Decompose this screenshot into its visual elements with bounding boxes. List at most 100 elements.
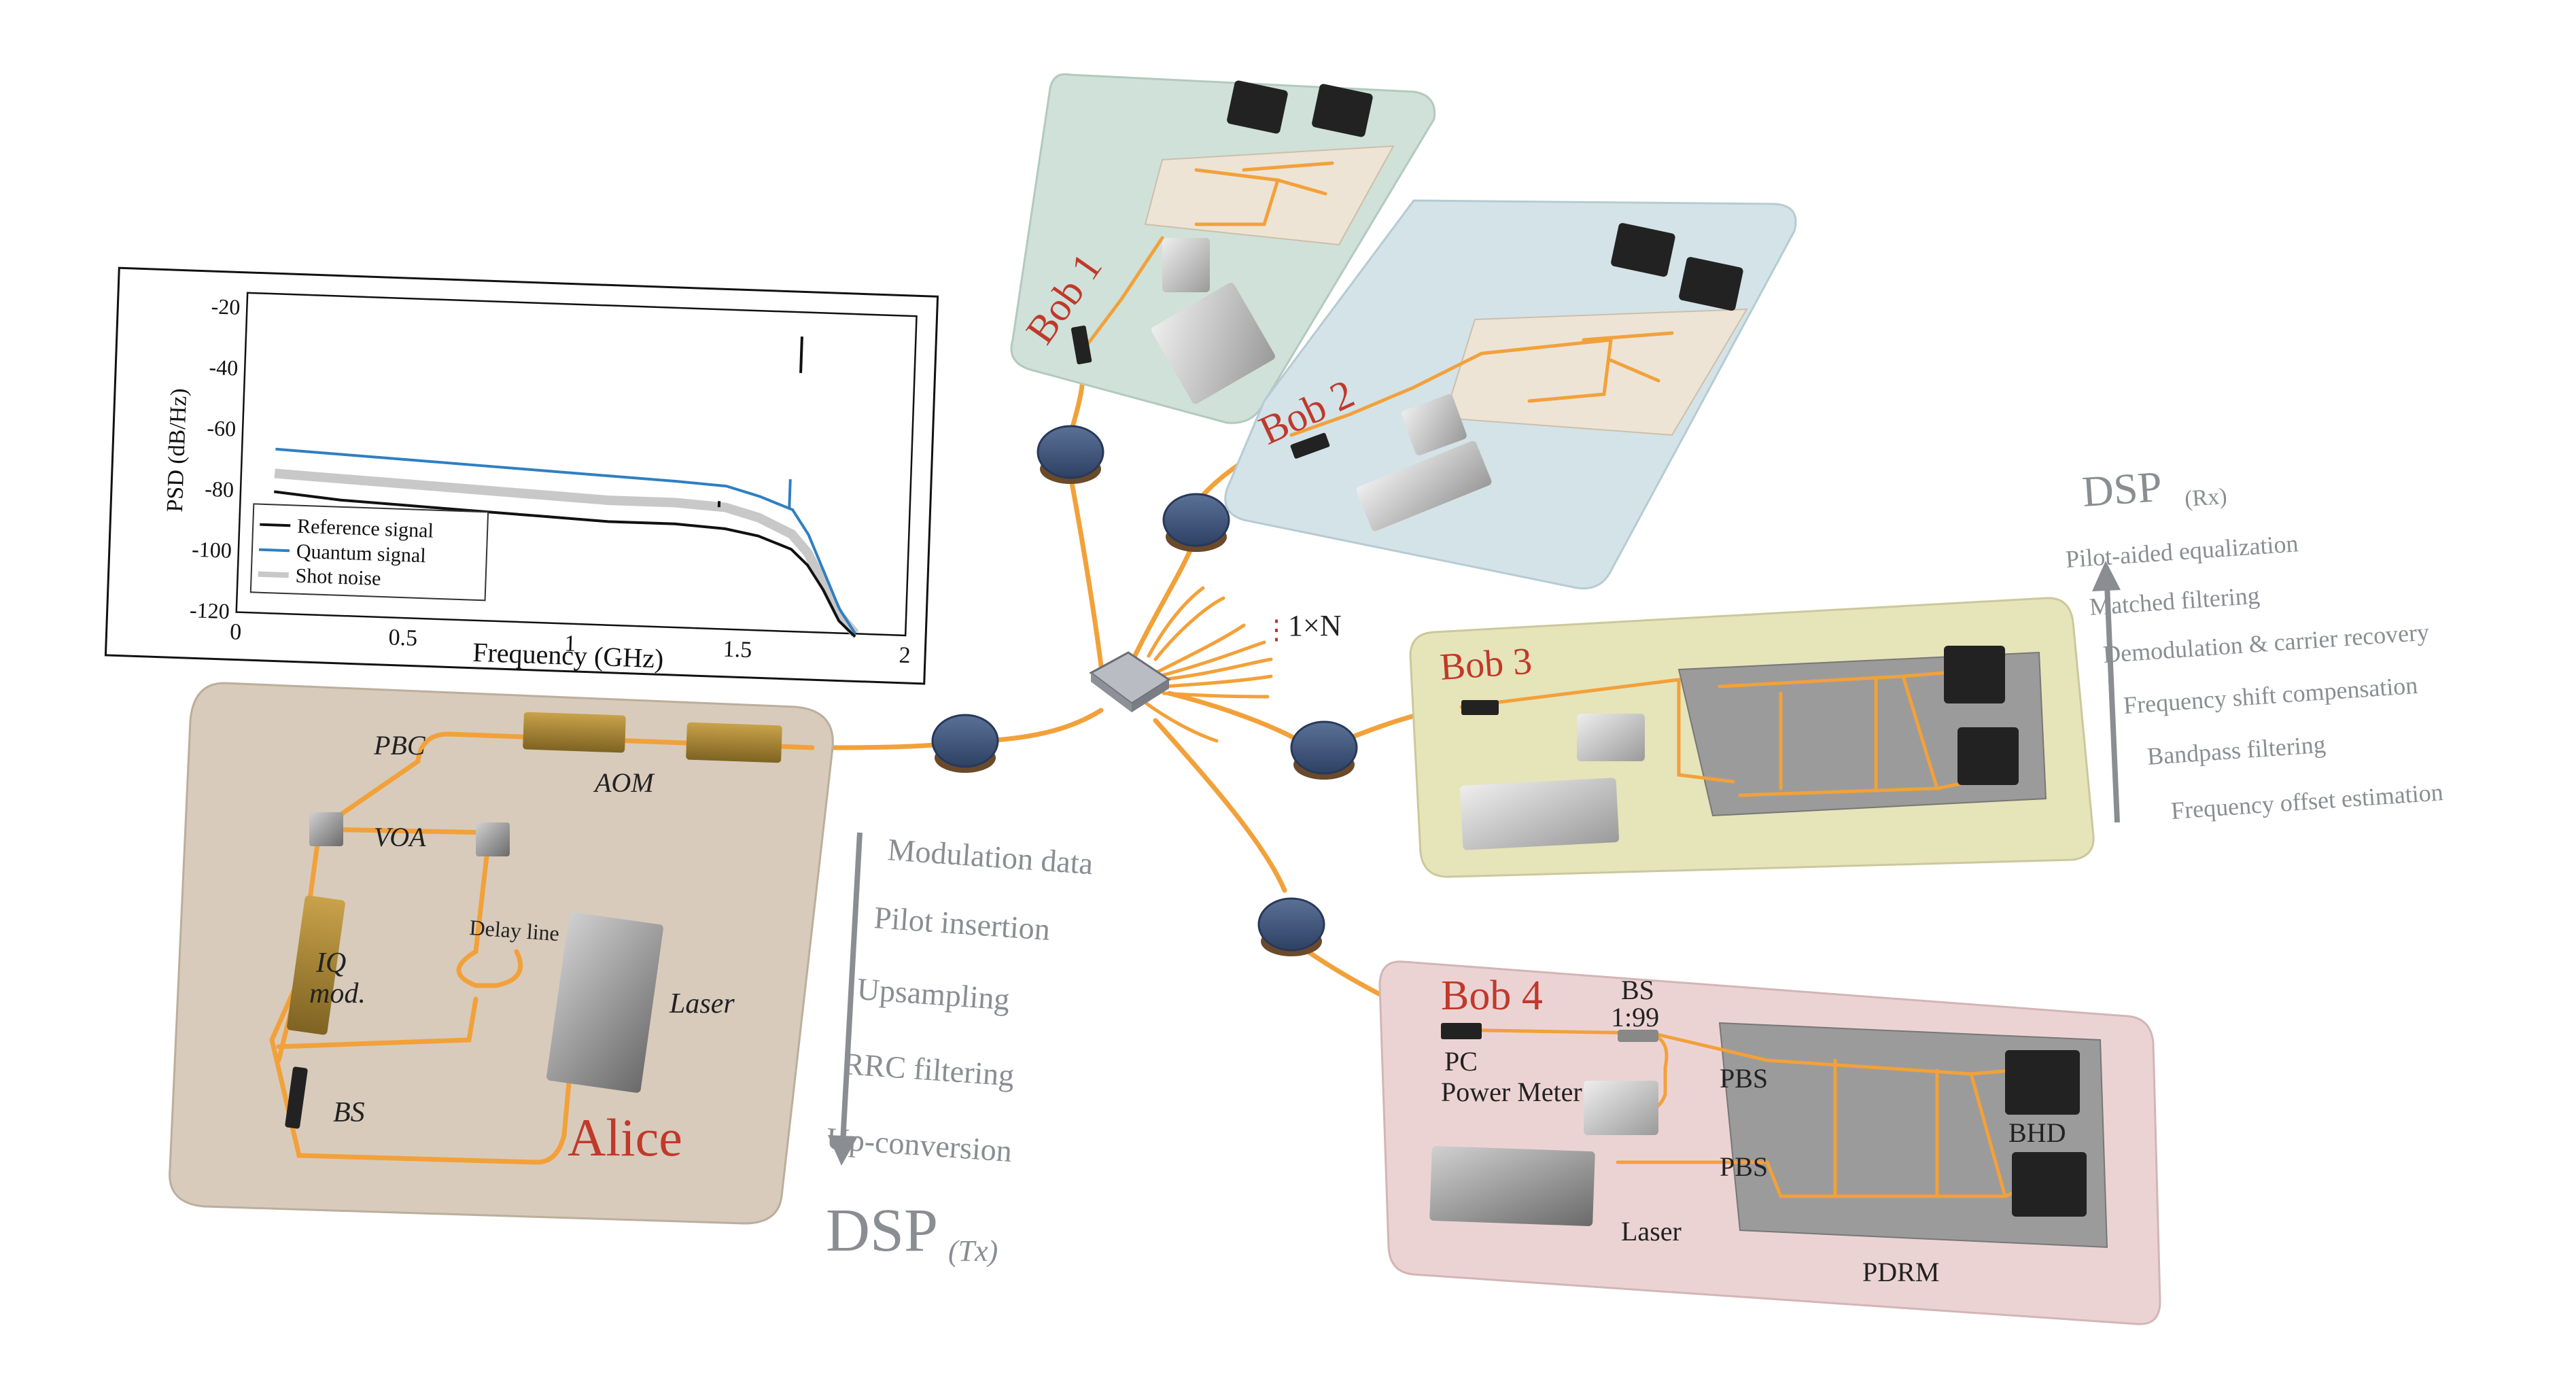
bob2-optics-board (1443, 308, 1748, 436)
bob4-ratio-label: 1:99 (1611, 1002, 1659, 1032)
bob2-laser (1356, 440, 1492, 532)
alice-pbc-label: PBC (373, 730, 426, 761)
aom-device-2 (686, 722, 782, 763)
bob1-detector-1 (1227, 80, 1288, 134)
spectral-peak-0 (799, 336, 803, 373)
bob4-laser (1429, 1146, 1595, 1226)
splitter-chip: 1×N ⋮ (1089, 609, 1342, 712)
y-tick-label: -80 (205, 476, 234, 502)
bob4-pdrm-label: PDRM (1862, 1257, 1939, 1287)
bob4-pc (1441, 1023, 1482, 1039)
bob4-pbs-bottom-label: PBS (1720, 1151, 1768, 1182)
dsp-rx-arrow-line (2104, 584, 2120, 823)
bob1-internal-fiber (1079, 161, 1334, 355)
bob2-power-meter (1402, 394, 1467, 455)
spectral-peak-1 (788, 479, 792, 510)
legend-swatch-shot-noise (258, 571, 289, 578)
dsp-rx-step: Bandpass filtering (2146, 731, 2327, 770)
dsp-rx-subtitle: (Rx) (2184, 484, 2228, 512)
chart-series-group (274, 336, 859, 638)
alice-bs-label: BS (333, 1097, 365, 1128)
bob2-pc (1290, 432, 1330, 459)
y-axis-label: PSD (dB/Hz) (162, 388, 192, 512)
bob3-detector-2 (1957, 727, 2019, 785)
y-tick-group: -20-40-60-80-100-120 (190, 294, 241, 623)
bob1-power-meter (1162, 238, 1210, 292)
dsp-rx-arrow-head (2092, 561, 2121, 591)
x-tick-label: 2 (899, 643, 911, 669)
bob4-power-meter-label: Power Meter (1441, 1077, 1582, 1107)
dsp-tx-step: Upsampling (856, 971, 1011, 1017)
alice-bs (285, 1066, 308, 1129)
dsp-tx-arrow-head (828, 1135, 858, 1166)
bob1-laser (1151, 282, 1275, 404)
bob4-panel: Bob 4 BS 1:99 PC Power Meter PBS PBS BHD… (1378, 960, 2161, 1325)
bob3-detector-1 (1944, 646, 2005, 703)
bob4-pc-label: PC (1444, 1046, 1478, 1077)
voa-device-2 (476, 822, 510, 856)
alice-laser (546, 912, 663, 1093)
legend-box (249, 503, 489, 602)
bob4-pbs-top-label: PBS (1720, 1063, 1768, 1094)
iq-modulator (287, 895, 345, 1035)
bob4-bs (1618, 1030, 1658, 1042)
bob4-bs-label: BS (1621, 975, 1654, 1005)
fiber-spool-bob2 (1162, 493, 1230, 552)
bob4-detector-2 (2012, 1152, 2087, 1217)
legend-swatch-reference (260, 523, 291, 527)
dsp-tx-step: RRC filtering (842, 1046, 1015, 1092)
bob1-detector-2 (1312, 84, 1373, 137)
fiber-spool-bob1 (1037, 425, 1104, 484)
bob1-panel: Bob 1 (1010, 73, 1436, 424)
alice-panel: PBC AOM VOA IQ mod. Delay line Laser BS … (169, 682, 834, 1225)
alice-iq-label-2: mod. (309, 978, 366, 1009)
dsp-tx-step: Modulation data (886, 832, 1094, 881)
alice-voa-label: VOA (374, 822, 426, 852)
legend-label-shot-noise: Shot noise (295, 565, 381, 590)
legend-label-reference: Reference signal (297, 515, 434, 542)
fiber-spool-bob4 (1257, 897, 1325, 956)
bob3-laser (1460, 778, 1620, 850)
bob3-pc (1461, 700, 1499, 715)
bob4-laser-label: Laser (1621, 1216, 1682, 1247)
alice-aom-label: AOM (593, 767, 655, 798)
series-line-quantum-signal (275, 447, 856, 635)
fiber-network (810, 351, 1464, 1029)
fiber-splitter-to-bob1 (1068, 351, 1104, 669)
bob3-panel: Bob 3 (1409, 597, 2095, 878)
bob3-internal-fiber (1459, 671, 1973, 797)
x-tick-label: 0 (230, 619, 242, 645)
series-line-reference-signal (274, 490, 856, 638)
bob2-internal-fiber (1289, 331, 1674, 437)
dsp-tx-step: Up-conversion (825, 1121, 1013, 1168)
fiber-spool-bob3 (1290, 720, 1358, 780)
alice-internal-fiber (269, 731, 815, 1165)
y-tick-label: -60 (207, 415, 237, 440)
bob3-title: Bob 3 (1439, 640, 1533, 689)
dsp-tx-step: Pilot insertion (873, 900, 1051, 947)
series-line-shot-noise (274, 468, 859, 637)
alice-laser-label: Laser (669, 988, 735, 1020)
dsp-tx-arrow-line (840, 832, 863, 1143)
bob4-power-meter (1584, 1081, 1658, 1135)
splitter-dots: ⋮ (1263, 614, 1290, 645)
voa-device-1 (309, 812, 343, 846)
bob4-title: Bob 4 (1441, 973, 1543, 1019)
chart-legend: Reference signal Quantum signal Shot noi… (249, 503, 489, 602)
x-tick-label: 1.5 (723, 637, 752, 663)
bob4-internal-fiber (1446, 1028, 2041, 1198)
y-tick-label: -100 (192, 537, 232, 563)
splitter-label: 1×N (1288, 609, 1342, 642)
x-tick-label: 0.5 (388, 625, 418, 650)
y-tick-label: -20 (211, 294, 241, 319)
dsp-rx-title: DSP (2081, 462, 2163, 516)
bob4-detector-1 (2005, 1050, 2080, 1115)
alice-title: Alice (568, 1108, 682, 1167)
bob3-power-meter (1577, 714, 1645, 761)
bob1-pc (1071, 325, 1092, 365)
